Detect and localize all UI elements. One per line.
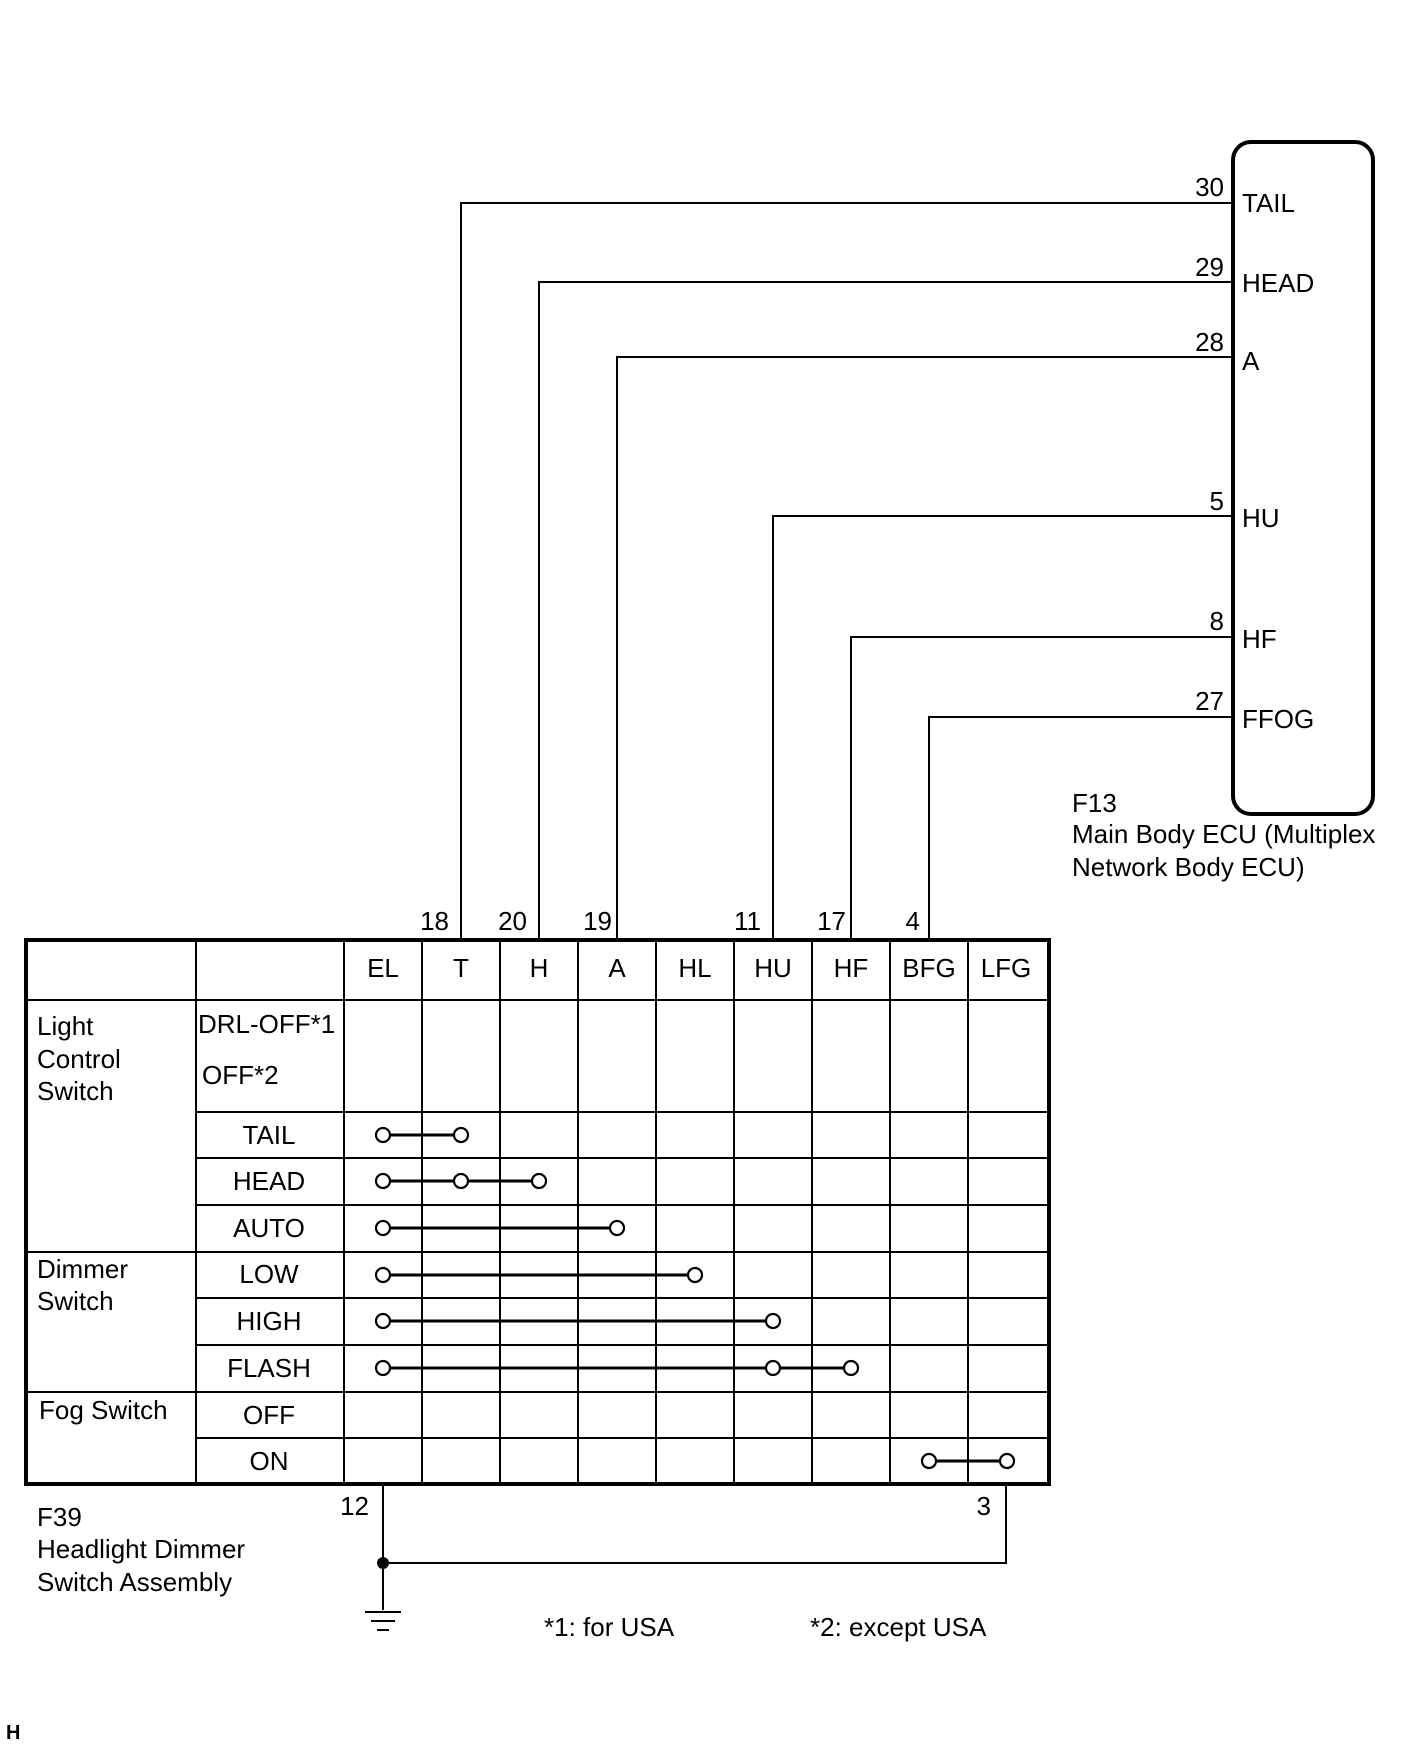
ecu-name-line2: Network Body ECU) (1072, 852, 1305, 882)
column-header: A (608, 953, 626, 983)
ecu-pin-number: 30 (1195, 172, 1224, 202)
continuity-terminal (530, 1172, 548, 1190)
switch-name-line1: Headlight Dimmer (37, 1534, 245, 1564)
switch-pin-number: 11 (734, 906, 761, 936)
column-header: H (530, 953, 549, 983)
ecu-pin-label: TAIL (1242, 188, 1295, 218)
column-headers: EL T H A HL HU HF BFG LFG (367, 953, 1031, 983)
group-label: Control (37, 1044, 121, 1074)
ecu-name-line1: Main Body ECU (Multiplex (1072, 819, 1375, 849)
ground-wire (383, 1484, 1007, 1564)
position-label: OFF (243, 1400, 295, 1430)
ground-wiring: 12 3 (340, 1484, 1007, 1631)
wire-tail (460, 202, 1233, 938)
switch-name-line2: Switch Assembly (37, 1567, 232, 1597)
continuity-terminal (920, 1452, 938, 1470)
ground-icon (365, 1611, 401, 1631)
column-header: BFG (902, 953, 955, 983)
group-label: Light (37, 1011, 94, 1041)
table-border (24, 938, 1051, 1486)
group-label: Switch (37, 1076, 114, 1106)
continuity-terminal (374, 1266, 392, 1284)
wire-hf (850, 636, 1233, 938)
ecu-pin-number: 8 (1210, 606, 1224, 636)
column-header: HL (678, 953, 711, 983)
continuity-terminal (764, 1312, 782, 1330)
continuity-terminal (374, 1219, 392, 1237)
ecu-pin-number: 27 (1195, 686, 1224, 716)
position-label: HEAD (233, 1166, 305, 1196)
switch-pin-number: 4 (906, 906, 920, 936)
ecu-connector-code: F13 (1072, 788, 1117, 818)
continuity-marks (374, 1126, 1016, 1470)
position-label: OFF*2 (202, 1060, 279, 1090)
position-label: AUTO (233, 1213, 305, 1243)
switch-connector-code: F39 (37, 1502, 82, 1532)
ecu-pin-number: 29 (1195, 252, 1224, 282)
position-label: TAIL (243, 1120, 296, 1150)
switch-pin-number: 18 (420, 906, 449, 936)
position-label: HIGH (237, 1306, 302, 1336)
position-label: DRL-OFF*1 (198, 1009, 335, 1039)
column-header: LFG (981, 953, 1032, 983)
continuity-terminal (764, 1359, 782, 1377)
corner-mark: H (6, 1722, 20, 1744)
junction-dot (377, 1557, 389, 1569)
group-label: Dimmer (37, 1254, 128, 1284)
ecu-pin-label: FFOG (1242, 704, 1314, 734)
ground-pin-number: 3 (977, 1491, 991, 1521)
wire-hu (772, 515, 1233, 938)
footnote-except-usa: *2: except USA (810, 1612, 987, 1642)
ecu-pins: 30 TAIL 29 HEAD 28 A 5 HU 8 HF 27 FFOG (1195, 172, 1314, 734)
switch-top-pins: 18 20 19 11 17 4 (420, 906, 920, 936)
group-labels: Light Control Switch Dimmer Switch Fog S… (37, 1011, 168, 1425)
ecu-pin-number: 28 (1195, 327, 1224, 357)
continuity-terminal (374, 1312, 392, 1330)
position-label: LOW (239, 1259, 299, 1289)
ecu-pin-label: HEAD (1242, 268, 1314, 298)
continuity-terminal (374, 1172, 392, 1190)
ecu-box (1231, 140, 1375, 816)
signal-wires (460, 202, 1233, 938)
column-header: HU (754, 953, 792, 983)
continuity-terminal (374, 1359, 392, 1377)
column-header: HF (834, 953, 869, 983)
continuity-terminal (452, 1172, 470, 1190)
wire-head (538, 281, 1233, 938)
switch-pin-number: 17 (817, 906, 846, 936)
column-header: EL (367, 953, 399, 983)
ground-pin-number: 12 (340, 1491, 369, 1521)
ecu-pin-label: A (1242, 346, 1260, 376)
ecu-pin-label: HU (1242, 503, 1280, 533)
switch-pin-number: 20 (498, 906, 527, 936)
position-labels: DRL-OFF*1 OFF*2 TAIL HEAD AUTO LOW HIGH … (198, 1009, 335, 1476)
switch-caption: F39 Headlight Dimmer Switch Assembly (37, 1502, 245, 1597)
group-label: Switch (37, 1286, 114, 1316)
continuity-terminal (452, 1126, 470, 1144)
column-header: T (453, 953, 469, 983)
position-label: ON (250, 1446, 289, 1476)
group-label: Fog Switch (39, 1395, 168, 1425)
position-label: FLASH (227, 1353, 311, 1383)
ecu-pin-label: HF (1242, 624, 1277, 654)
continuity-terminal (998, 1452, 1016, 1470)
switch-table (24, 938, 1051, 1486)
switch-pin-number: 19 (583, 906, 612, 936)
footnote-usa: *1: for USA (544, 1612, 675, 1642)
continuity-terminal (608, 1219, 626, 1237)
continuity-terminal (686, 1266, 704, 1284)
wire-ffog (928, 716, 1233, 938)
continuity-terminal (374, 1126, 392, 1144)
ecu-caption: F13 Main Body ECU (Multiplex Network Bod… (1072, 788, 1375, 882)
wire-auto (616, 356, 1233, 938)
ecu-pin-number: 5 (1210, 486, 1224, 516)
continuity-terminal (842, 1359, 860, 1377)
